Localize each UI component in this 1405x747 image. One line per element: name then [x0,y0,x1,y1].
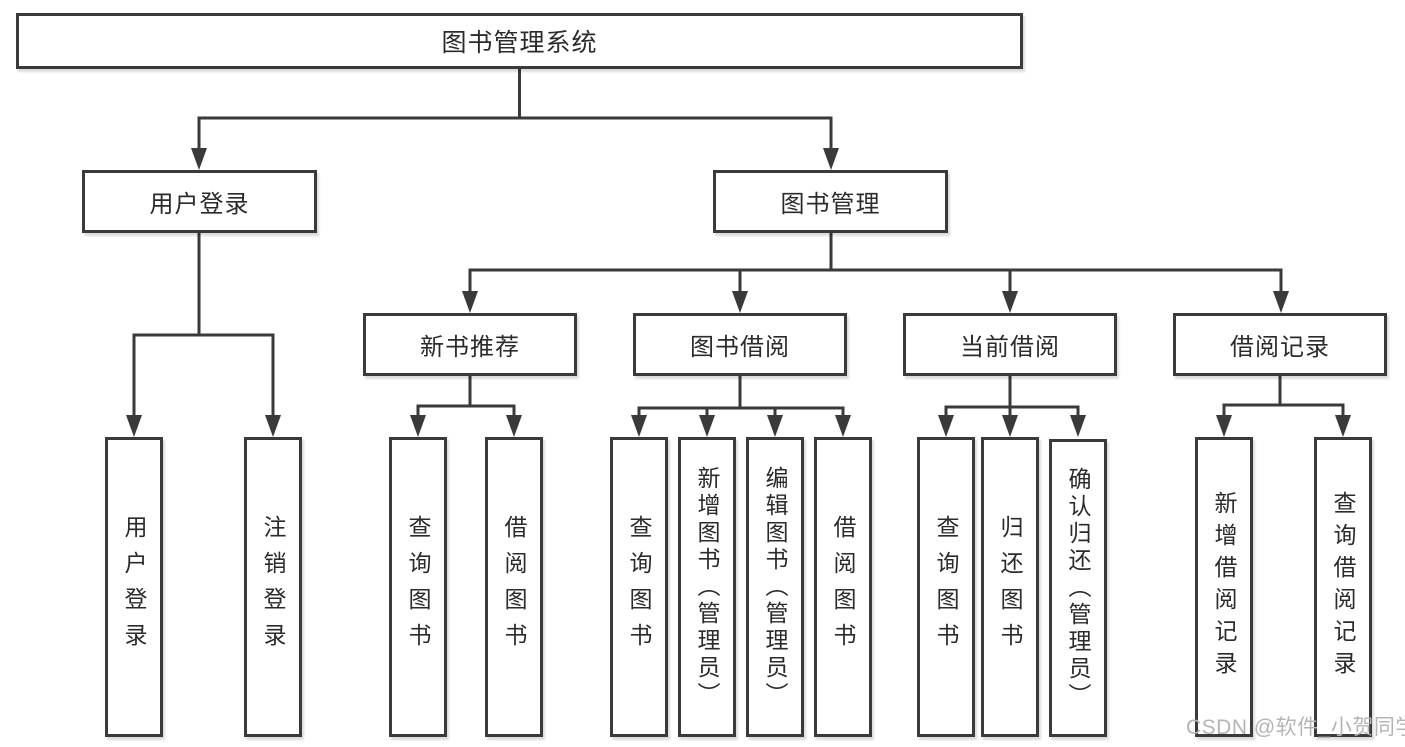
leaf-add-borrow-record: 新增借阅记录 [1195,437,1253,737]
leaf-add-book-admin: 新增图书（管理员） [678,437,736,737]
csdn-watermark: CSDN @软件_小贺同学 [1186,716,1405,739]
leaf-return-book: 归还图书 [981,437,1039,737]
leaf-query-books-recommend: 查询图书 [389,437,447,737]
node-current-borrowing: 当前借阅 [903,313,1117,376]
node-user-login: 用户登录 [82,170,317,233]
node-root-library-management-system: 图书管理系统 [16,13,1023,69]
node-new-book-recommendation: 新书推荐 [363,313,577,376]
edge-borrowing-records-to-children [1216,376,1351,437]
node-book-management: 图书管理 [713,170,948,233]
leaf-edit-book-admin: 编辑图书（管理员） [746,437,804,737]
leaf-confirm-return-admin: 确认归还（管理员） [1049,439,1107,737]
edge-new-book-recommendation-to-children [410,376,522,437]
edge-root-to-children [191,69,839,170]
leaf-query-books-borrowing: 查询图书 [610,437,668,737]
leaf-user-login: 用户登录 [105,437,163,737]
edge-book-management-to-children [462,233,1289,313]
edge-user-login-to-children [126,233,281,437]
edge-book-borrowing-to-children [631,376,851,437]
node-book-borrowing: 图书借阅 [633,313,847,376]
node-borrowing-records: 借阅记录 [1173,313,1387,376]
leaf-borrow-books-recommend: 借阅图书 [485,437,543,737]
edge-current-borrowing-to-children [938,376,1086,437]
leaf-logout: 注销登录 [244,437,302,737]
leaf-query-borrow-record: 查询借阅记录 [1314,437,1372,737]
leaf-query-books-current: 查询图书 [917,437,975,737]
leaf-borrow-books-borrowing: 借阅图书 [814,437,872,737]
